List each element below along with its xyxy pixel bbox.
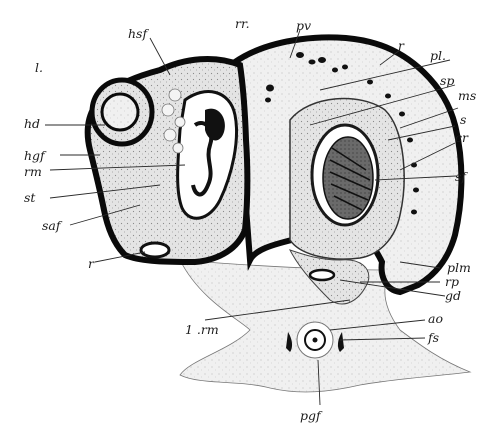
label-ao: ao: [428, 311, 443, 326]
label-gd: gd: [445, 288, 461, 303]
label-r-top: r: [398, 38, 405, 53]
label-sp: sp: [440, 73, 454, 88]
label-rr: rr.: [235, 16, 250, 31]
label-rm-bottom: 1 .rm: [185, 322, 219, 337]
ribbed-organ: [312, 125, 378, 225]
label-r-left: r: [88, 256, 95, 271]
label-pv: pv: [296, 18, 311, 33]
label-rm-left: rm: [24, 164, 42, 179]
label-l: l.: [35, 60, 43, 75]
label-hgf: hgf: [24, 148, 47, 163]
label-pgf: pgf: [300, 408, 323, 423]
label-sf: sf: [455, 169, 468, 184]
label-st: st: [24, 190, 36, 205]
label-plm: plm: [447, 260, 471, 275]
label-rp: rp: [445, 274, 459, 289]
label-s: s: [460, 112, 466, 127]
label-ms: ms: [458, 88, 476, 103]
label-fs: fs: [427, 330, 439, 345]
head-coil: [92, 80, 152, 144]
duct: [310, 270, 334, 280]
vessel-loop: [141, 243, 169, 257]
label-cr: cr: [455, 130, 469, 145]
label-hd: hd: [24, 116, 40, 131]
label-pl: pl.: [430, 48, 446, 63]
label-saf: saf: [42, 218, 63, 233]
label-hsf: hsf: [128, 26, 149, 41]
